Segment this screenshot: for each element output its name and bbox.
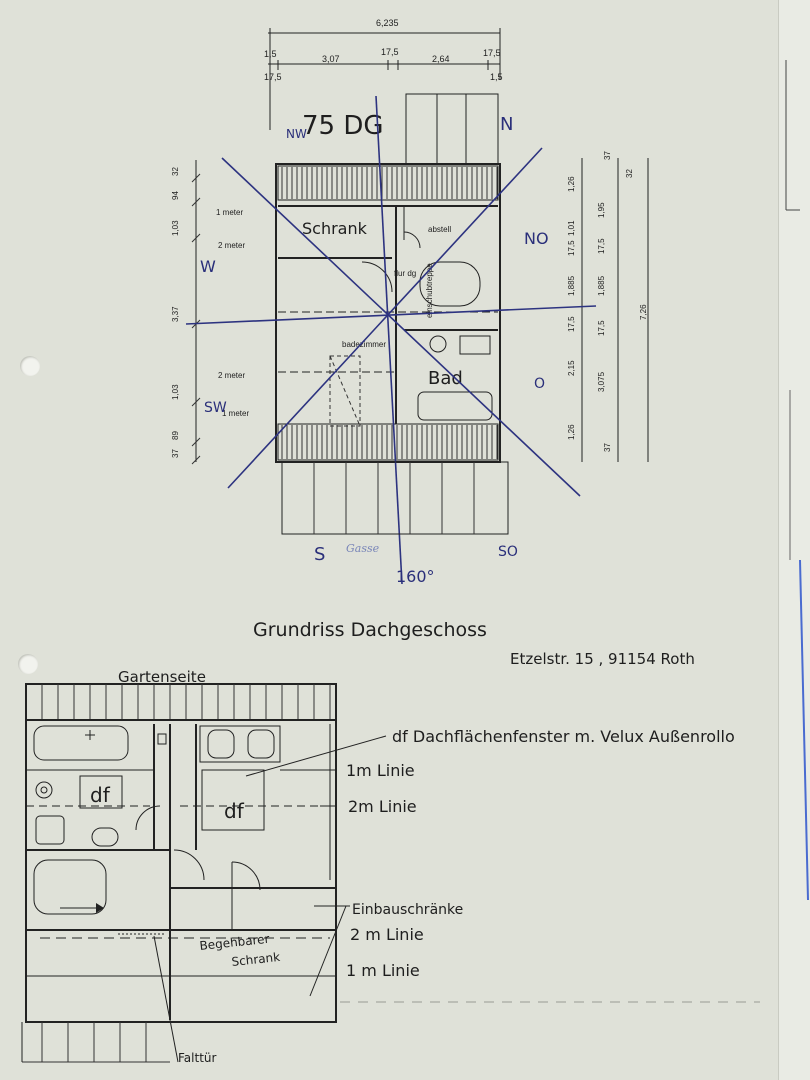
legend-2m-linie: 2 m Linie [350,925,424,944]
compass-angle: 160° [396,567,435,586]
left-2m-bottom: 2 meter [218,371,245,380]
right-dim-label: 1,885 [567,275,576,296]
room-flur: flur dg [394,269,416,278]
punch-hole [20,356,40,376]
plan-code: 75 DG [302,111,384,141]
right-dim-label: 2,15 [567,360,576,376]
left-dim-label: 94 [171,191,180,200]
left-dim-label: 32 [171,167,180,176]
right-dim-label: 7,26 [639,304,648,320]
right-dim-label: 17,5 [567,316,576,332]
legend-1m: 1m Linie [346,761,415,780]
left-dim-label: 1,03 [171,220,180,236]
compass-sw: SW [204,400,227,416]
lower-falttuer: Falttür [178,1051,217,1065]
upper-floor-plan: 6,235 1,5 3,07 17,5 2,64 17,5 17,5 1,5 7… [171,18,649,465]
right-dim-label: 1,26 [567,176,576,192]
room-badezimmer: badezimmer [342,340,386,349]
dim-3: 17,5 [381,47,399,57]
lower-begehbarer: Begehbarer [199,932,270,953]
lower-df-2: df [224,799,245,823]
left-2m-top: 2 meter [218,241,245,250]
room-abstell: abstell [428,225,451,234]
dim-2: 3,07 [322,54,340,64]
room-schrank: Schrank [302,219,368,238]
page-edge [778,0,810,1080]
right-dim-label: 1,01 [567,220,576,236]
left-1m-bottom: 1 meter [222,409,249,418]
room-einschub: einschubtreppe [425,263,434,318]
dim-1: 1,5 [264,49,277,59]
left-dim-label: 1,03 [171,384,180,400]
left-1m-top: 1 meter [216,208,243,217]
compass-so: SO [498,544,518,560]
gartenseite-label: Gartenseite [118,668,206,686]
punch-hole [18,654,38,674]
dim-total: 6,235 [376,18,399,28]
right-dim-label: 17,5 [567,240,576,256]
right-dim-label: 37 [603,443,612,452]
right-dim-label: 3,075 [597,371,606,392]
dim-6: 17,5 [264,72,282,82]
left-dim-label: 89 [171,431,180,440]
lower-floor-plan: Gartenseite [21,668,337,1065]
compass-s: S [314,544,325,565]
right-dim-label: 1,95 [597,202,606,218]
right-dim-label: 1,26 [567,424,576,440]
address: Etzelstr. 15 , 91154 Roth [510,650,695,668]
compass-n: N [500,114,513,135]
right-dim-label: 17,5 [597,238,606,254]
legend-1m-linie: 1 m Linie [346,961,420,980]
dim-7: 1,5 [490,72,503,82]
left-dim-label: 37 [171,449,180,458]
left-dim-label: 3,37 [171,306,180,322]
room-bad: Bad [428,368,463,389]
compass-w: W [200,257,216,276]
dim-4: 2,64 [432,54,450,64]
compass-lines [185,95,597,585]
dim-5: 17,5 [483,48,501,58]
right-dim-label: 32 [625,169,634,178]
legend-2m: 2m Linie [348,797,417,816]
lower-df-1: df [90,783,111,807]
legend-df: df Dachflächenfenster m. Velux Außenroll… [392,727,735,746]
drawing-title: Grundriss Dachgeschoss [253,619,487,641]
lower-schrank: Schrank [231,950,281,969]
compass-no: NO [524,229,549,248]
right-dim-label: 1,885 [597,275,606,296]
right-dim-label: 37 [603,151,612,160]
compass-o: O [534,376,545,392]
gasse-label: Gasse [346,542,380,555]
legend-einbau: Einbauschränke [352,902,463,918]
compass-nw: NW [286,127,307,141]
legend: df Dachflächenfenster m. Velux Außenroll… [245,727,760,1003]
right-dim-label: 17,5 [597,320,606,336]
